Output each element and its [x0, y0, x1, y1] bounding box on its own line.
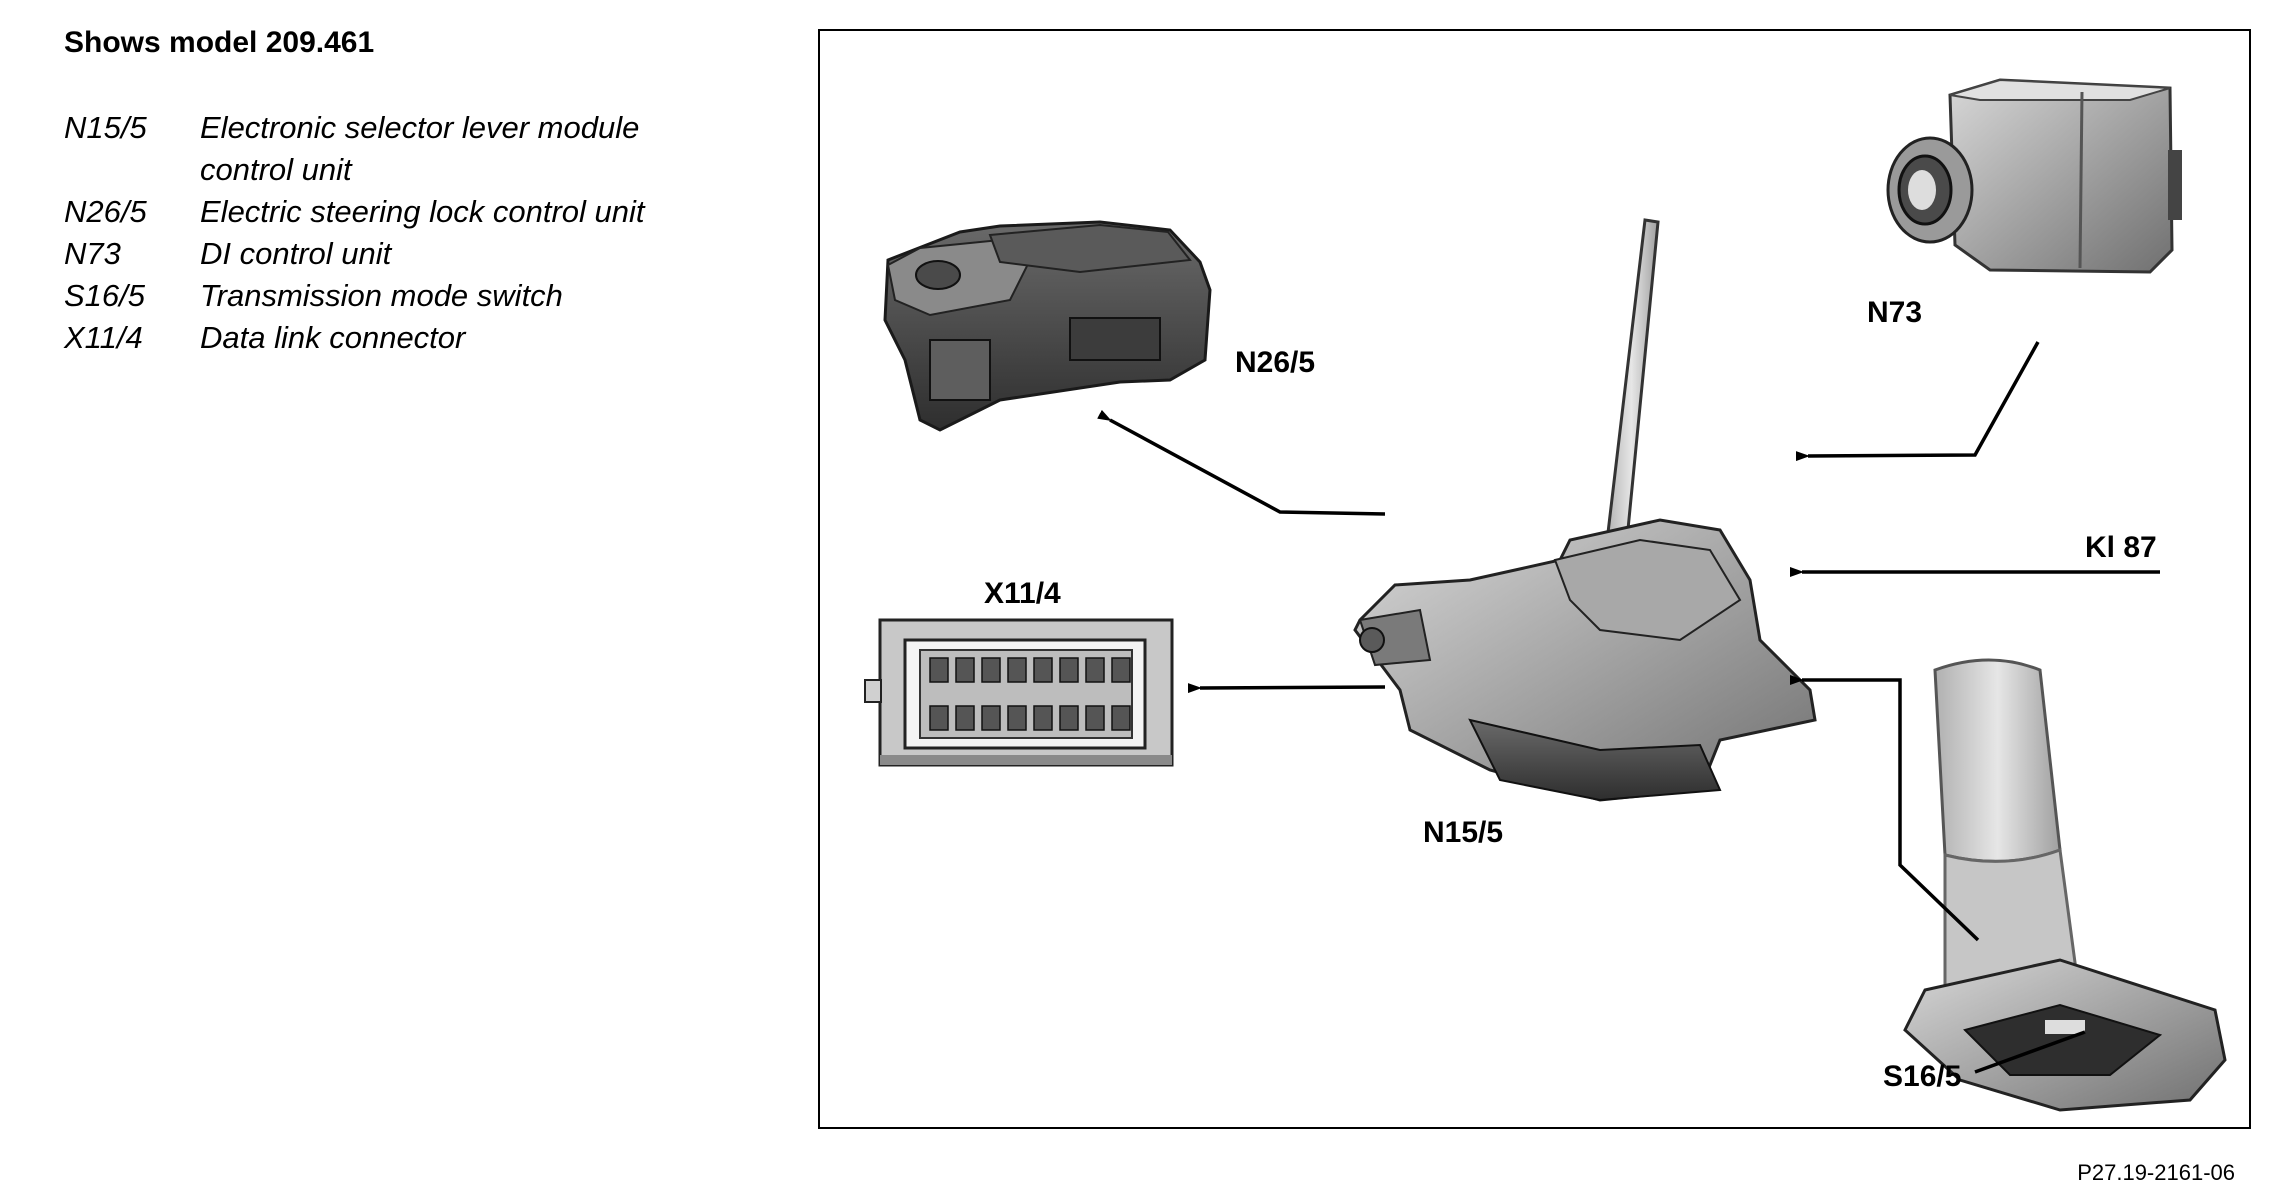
legend-code: S16/5 — [64, 278, 146, 313]
legend-desc: Transmission mode switch — [200, 278, 563, 313]
steering-lock-unit-image — [883, 220, 1212, 432]
legend: N15/5 Electronic selector lever module c… — [64, 107, 720, 359]
selector-lever-module-image — [1353, 218, 1817, 802]
legend-item: N26/5 Electric steering lock control uni… — [64, 191, 720, 233]
legend-code: N73 — [64, 236, 121, 271]
label-n15-5: N15/5 — [1423, 816, 1503, 849]
leader-s16 — [1974, 1030, 2086, 1074]
label-n26-5: N26/5 — [1235, 346, 1315, 379]
legend-desc: DI control unit — [200, 236, 392, 271]
arrow-n15-to-x11 — [1187, 683, 1386, 694]
legend-item: X11/4 Data link connector — [64, 317, 720, 359]
data-link-connector-image — [864, 618, 1174, 767]
legend-item: N15/5 Electronic selector lever module c… — [64, 107, 720, 191]
legend-code: N15/5 — [64, 110, 147, 145]
label-n73: N73 — [1867, 296, 1922, 329]
legend-desc: Electric steering lock control unit — [200, 194, 645, 229]
legend-code: N26/5 — [64, 194, 147, 229]
label-s16-5: S16/5 — [1883, 1060, 1961, 1093]
figure-reference: P27.19-2161-06 — [2077, 1160, 2235, 1185]
page-heading: Shows model 209.461 — [64, 26, 375, 59]
legend-item: N73 DI control unit — [64, 233, 720, 275]
transmission-mode-switch-image — [1903, 658, 2227, 1112]
diagram-frame — [818, 29, 2251, 1129]
arrow-s16-to-n15 — [1790, 675, 1980, 942]
label-x11-4: X11/4 — [984, 577, 1061, 610]
arrow-n15-to-n26 — [1097, 409, 1386, 516]
di-control-unit-image — [1886, 78, 2182, 274]
label-kl87: Kl 87 — [2085, 531, 2157, 564]
arrow-n73-to-n15 — [1795, 341, 2040, 462]
legend-item: S16/5 Transmission mode switch — [64, 275, 720, 317]
legend-code: X11/4 — [64, 320, 143, 355]
legend-desc: Electronic selector lever module control… — [200, 110, 640, 187]
legend-desc: Data link connector — [200, 320, 466, 355]
